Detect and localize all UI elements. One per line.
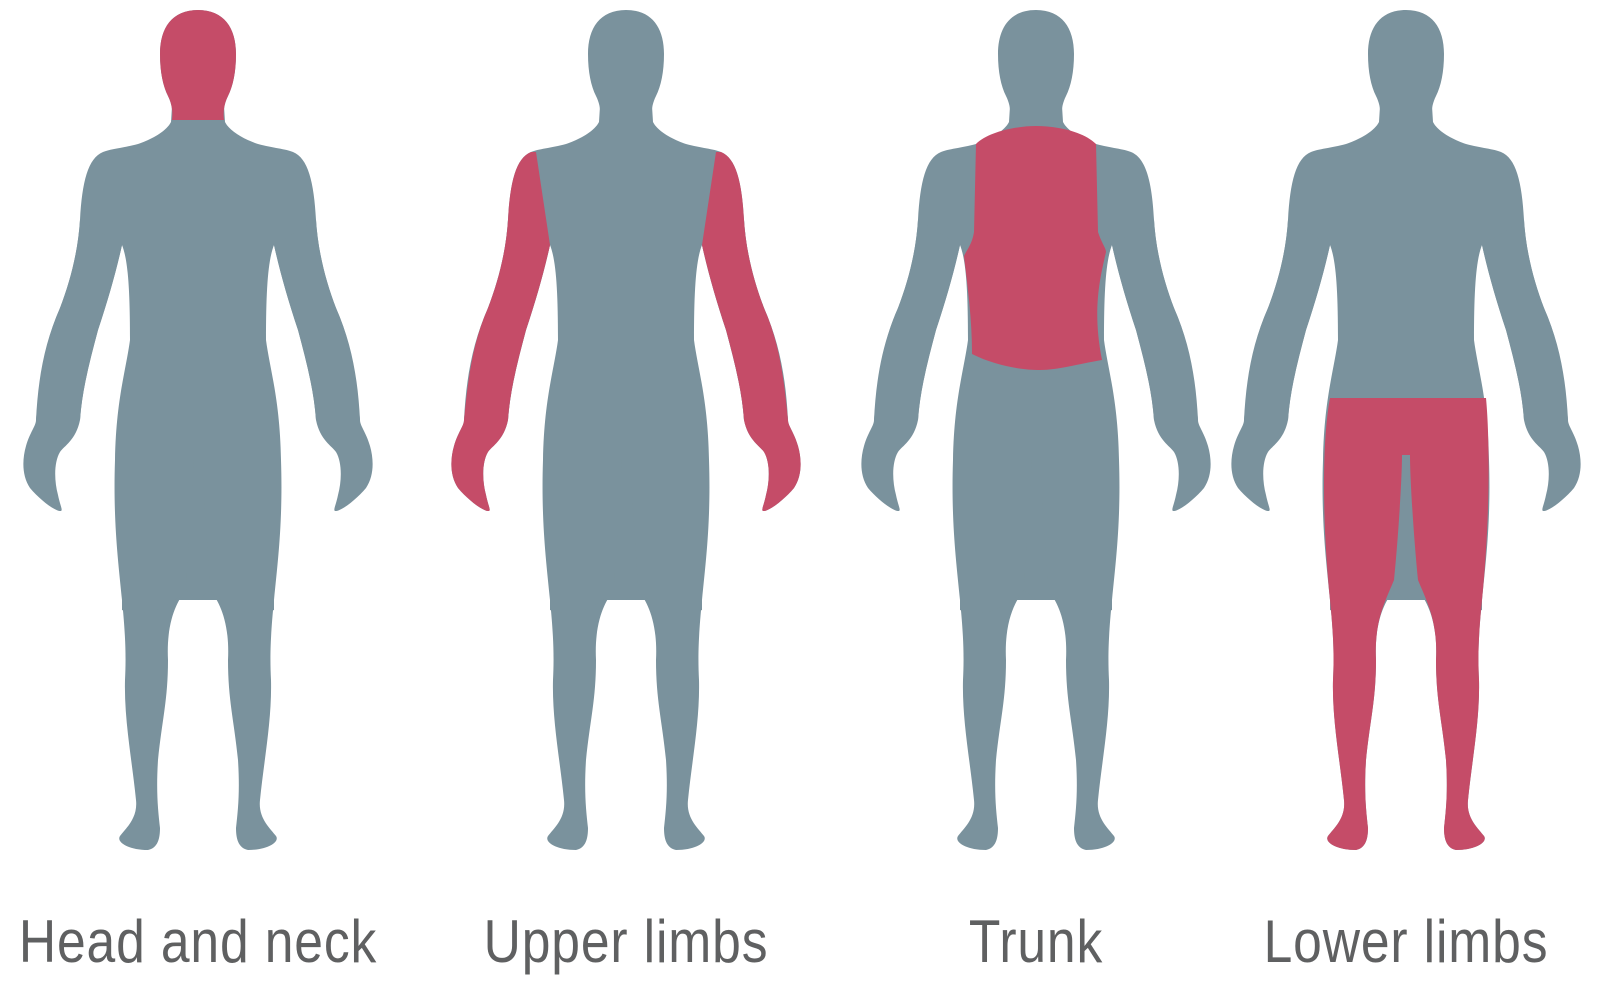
- silhouette-part-2: [861, 220, 960, 511]
- head-highlight-part-0: [160, 10, 236, 120]
- figure-label-head-and-neck: Head and neck: [17, 900, 378, 984]
- silhouette-part-5: [1036, 590, 1115, 850]
- silhouette-part-3: [1482, 220, 1581, 511]
- arms-highlight-part-1: [702, 152, 801, 511]
- body-silhouette: [23, 10, 372, 850]
- figure-head-and-neck: Head and neck: [0, 0, 408, 984]
- silhouette-part-0: [1368, 10, 1444, 120]
- silhouette-part-0: [588, 10, 664, 120]
- figure-lower-limbs: Lower limbs: [1196, 0, 1616, 984]
- figure-label-upper-limbs: Upper limbs: [445, 900, 806, 984]
- figure-trunk: Trunk: [826, 0, 1246, 984]
- silhouette-part-2: [1231, 220, 1330, 511]
- figure-label-lower-limbs: Lower limbs: [1225, 900, 1586, 984]
- trunk-highlight: [964, 126, 1106, 370]
- silhouette-part-5: [626, 590, 705, 850]
- arms-highlight-part-0: [451, 152, 550, 511]
- silhouette-part-2: [23, 220, 122, 511]
- silhouette-part-3: [274, 220, 373, 511]
- figure-label-trunk: Trunk: [855, 900, 1216, 984]
- human-figure-head-and-neck: [0, 0, 408, 900]
- silhouette-part-4: [957, 590, 1036, 850]
- head-neck-highlight: [160, 10, 236, 120]
- silhouette-part-4: [119, 590, 198, 850]
- trunk-highlight-part-0: [964, 126, 1106, 370]
- human-figure-upper-limbs: [416, 0, 836, 900]
- human-figure-trunk: [826, 0, 1246, 900]
- silhouette-part-0: [998, 10, 1074, 120]
- silhouette-part-5: [198, 590, 277, 850]
- human-figure-lower-limbs: [1196, 0, 1616, 900]
- silhouette-part-4: [547, 590, 626, 850]
- figure-upper-limbs: Upper limbs: [416, 0, 836, 984]
